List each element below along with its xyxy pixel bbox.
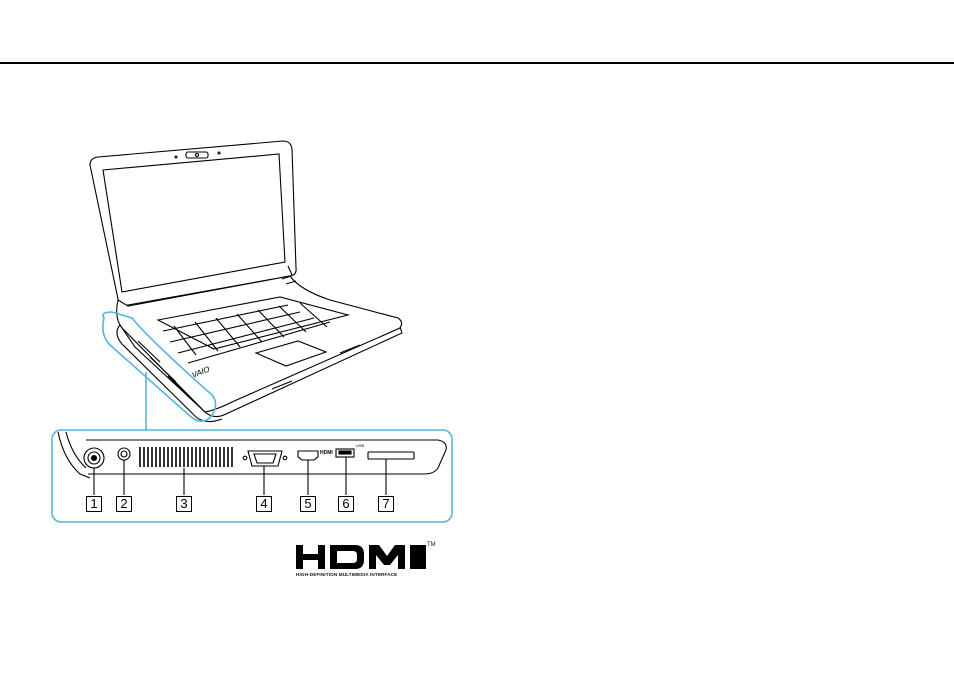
callout-3: 3 bbox=[176, 496, 192, 512]
port-strip bbox=[58, 432, 446, 495]
hdmi-port-label: HDMI bbox=[320, 450, 333, 456]
laptop-illustration bbox=[90, 141, 402, 422]
callout-5: 5 bbox=[300, 496, 316, 512]
hdmi-logo bbox=[296, 545, 426, 569]
callout-2: 2 bbox=[116, 496, 132, 512]
callout-7: 7 bbox=[378, 496, 394, 512]
callout-4: 4 bbox=[256, 496, 272, 512]
callout-1: 1 bbox=[86, 496, 102, 512]
callout-6: 6 bbox=[338, 496, 354, 512]
usb-port-label: USB bbox=[356, 443, 365, 448]
hdmi-logo-subtitle: HIGH-DEFINITION MULTIMEDIA INTERFACE bbox=[296, 572, 426, 577]
hdmi-trademark: TM bbox=[427, 542, 436, 548]
